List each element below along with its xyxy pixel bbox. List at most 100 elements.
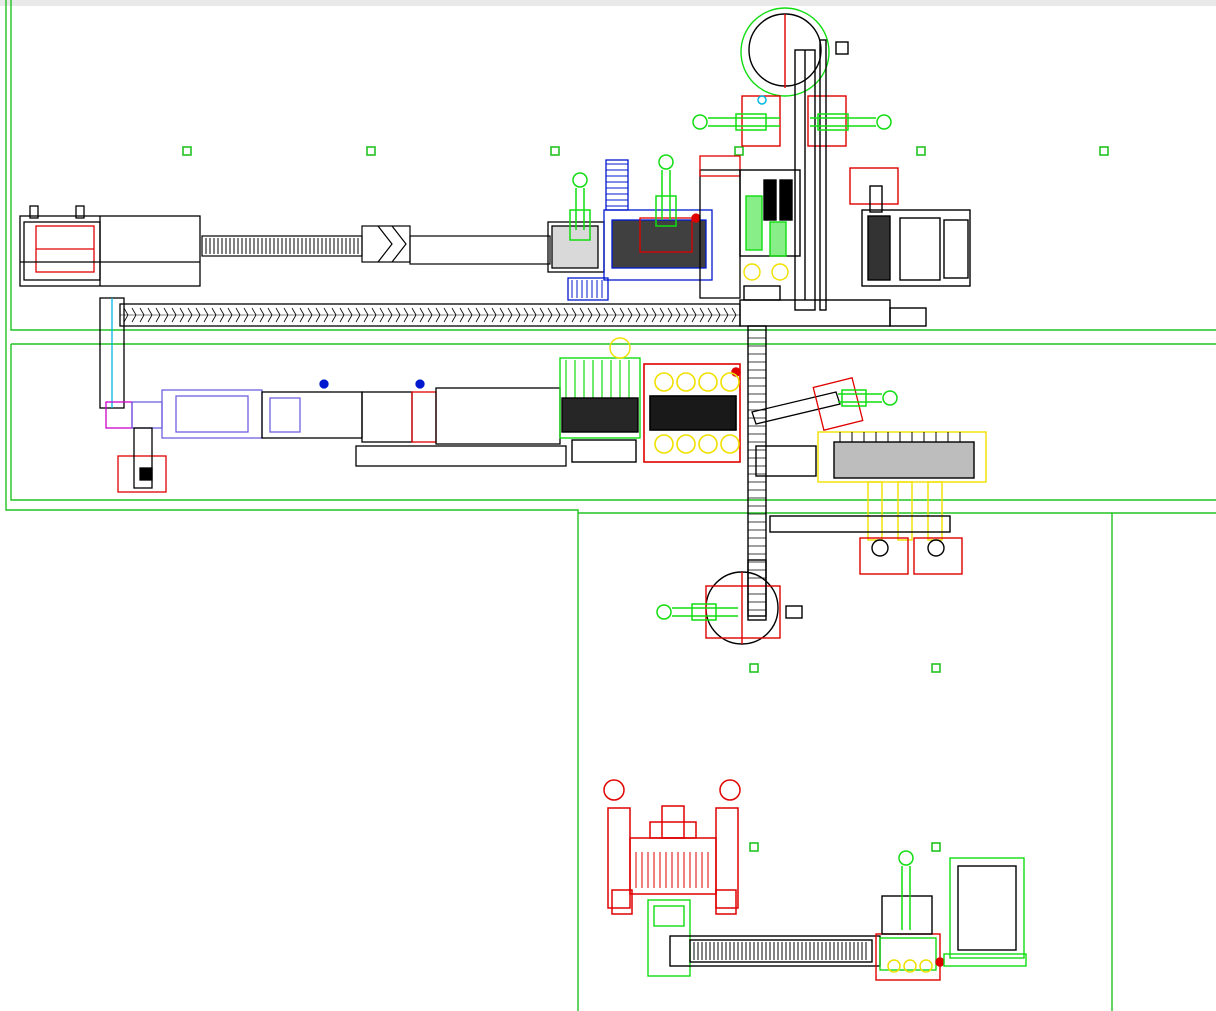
central-tower [739, 7, 927, 327]
hatch-line [675, 307, 681, 316]
purple-granulator [105, 379, 363, 439]
hatch-line [491, 307, 497, 316]
hatch-line [243, 314, 249, 323]
hatch-line [539, 314, 545, 323]
hatch-line [227, 307, 233, 316]
hatch-line [699, 307, 705, 316]
hoist-green-4 [656, 603, 738, 621]
hatch-line [459, 314, 465, 323]
grid-markers [182, 146, 1109, 852]
hatch-line [563, 307, 569, 316]
hatch-line [619, 314, 625, 323]
hatch-line [475, 307, 481, 316]
hatch-line [643, 307, 649, 316]
hatch-line [195, 314, 201, 323]
hatch-line [235, 307, 241, 316]
hatch-line [163, 307, 169, 316]
hatch-line [571, 314, 577, 323]
hatch-line [435, 314, 441, 323]
hatch-line [251, 307, 257, 316]
hatch-line [395, 314, 401, 323]
hatch-line [547, 314, 553, 323]
hatch-line [635, 307, 641, 316]
hatch-line [139, 307, 145, 316]
hatch-line [515, 307, 521, 316]
hatch-line [659, 307, 665, 316]
hatch-line [227, 314, 233, 323]
hatch-line [403, 314, 409, 323]
hatch-line [531, 307, 537, 316]
hatch-line [683, 314, 689, 323]
grid-marker [916, 146, 926, 156]
hatch-line [347, 307, 353, 316]
hatch-line [675, 314, 681, 323]
hatch-line [275, 307, 281, 316]
hatch-line [499, 314, 505, 323]
hatch-line [459, 307, 465, 316]
hatch-line [331, 307, 337, 316]
hatch-line [187, 307, 193, 316]
washer-line [355, 379, 567, 467]
hatch-line [523, 314, 529, 323]
hatch-line [323, 307, 329, 316]
hatch-line [219, 314, 225, 323]
hatch-line [595, 307, 601, 316]
hatch-line [643, 314, 649, 323]
hatch-line [251, 314, 257, 323]
hatch-line [283, 314, 289, 323]
discharge-box [117, 427, 167, 493]
hatch-line [707, 307, 713, 316]
hatch-line [603, 314, 609, 323]
hatch-line [211, 314, 217, 323]
hatch-line [579, 307, 585, 316]
hatch-line [155, 307, 161, 316]
hatch-line [379, 307, 385, 316]
hatch-line [555, 314, 561, 323]
hatch-line [723, 307, 729, 316]
hatch-line [419, 314, 425, 323]
hatch-line [307, 307, 313, 316]
feeder-unit [19, 205, 201, 287]
hatch-line [627, 314, 633, 323]
hatch-line [219, 307, 225, 316]
hatch-line [179, 307, 185, 316]
hatch-line [275, 314, 281, 323]
hatch-line [323, 314, 329, 323]
hatch-line [699, 314, 705, 323]
hatch-line [451, 307, 457, 316]
roller [720, 434, 740, 454]
roller [654, 372, 674, 392]
hatch-line [123, 314, 129, 323]
grid-marker [749, 842, 759, 852]
hatch-line [603, 307, 609, 316]
roller [676, 372, 696, 392]
boundary-frame [5, 0, 1216, 1011]
hatch-line [691, 314, 697, 323]
grid-marker [1099, 146, 1109, 156]
hatch-line [315, 314, 321, 323]
hatch-line [291, 314, 297, 323]
hoist-green-2 [692, 95, 892, 131]
hatch-line [267, 314, 273, 323]
hatch-line [387, 307, 393, 316]
hatch-line [131, 314, 137, 323]
top-strip [0, 0, 1216, 6]
roller [676, 434, 696, 454]
roller [720, 372, 740, 392]
hatch-line [203, 314, 209, 323]
hatch-line [475, 314, 481, 323]
hatch-line [195, 307, 201, 316]
hatch-line [363, 307, 369, 316]
hatch-line [339, 307, 345, 316]
hatch-line [259, 307, 265, 316]
hatch-line [387, 314, 393, 323]
hatch-line [483, 314, 489, 323]
hatch-line [467, 314, 473, 323]
hatch-line [267, 307, 273, 316]
hatch-line [531, 314, 537, 323]
hoist-green-1 [569, 154, 677, 241]
grid-marker [931, 663, 941, 673]
hatch-line [427, 307, 433, 316]
hatch-line [579, 314, 585, 323]
hatch-line [259, 314, 265, 323]
